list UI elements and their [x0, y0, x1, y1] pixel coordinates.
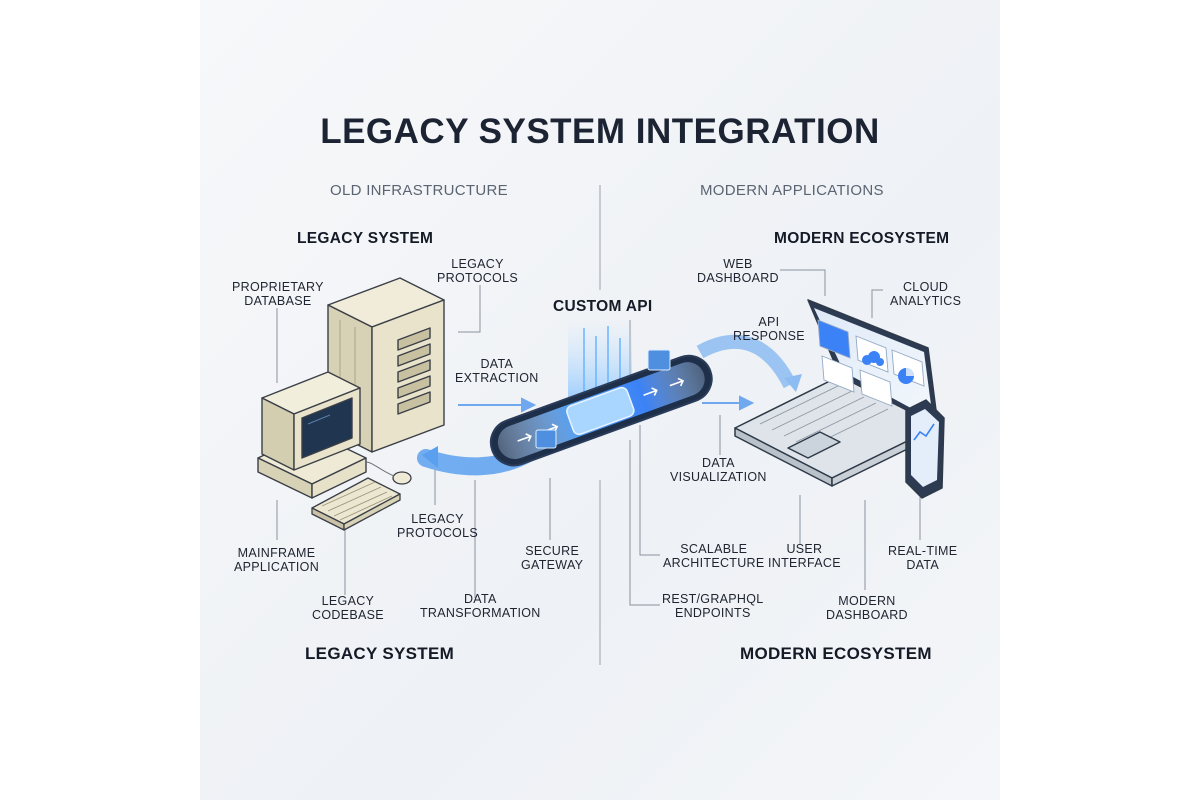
crt-monitor-icon: [257, 371, 367, 499]
heading-modern-ecosystem-top: MODERN ECOSYSTEM: [774, 230, 950, 247]
section-old-infrastructure: OLD INFRASTRUCTURE: [330, 182, 508, 199]
api-pipeline-icon: [417, 318, 802, 476]
dashboard-widgets: [817, 319, 925, 407]
diagram-canvas: LEGACY SYSTEM INTEGRATION OLD INFRASTRUC…: [200, 0, 1000, 800]
flow-arrows: [458, 395, 755, 413]
section-modern-applications: MODERN APPLICATIONS: [700, 182, 884, 199]
mouse-icon: [365, 461, 412, 485]
cloud-icon: [862, 351, 884, 366]
line-chart-icon: [913, 423, 935, 441]
heading-legacy-system-top: LEGACY SYSTEM: [297, 230, 434, 247]
heading-legacy-system-bottom: LEGACY SYSTEM: [305, 644, 455, 663]
pie-chart-icon: [898, 368, 914, 384]
server-tower-icon: [327, 277, 445, 453]
diagram-artwork: [257, 185, 945, 665]
heading-modern-ecosystem-bottom: MODERN ECOSYSTEM: [740, 644, 932, 663]
keyboard-icon: [311, 477, 401, 531]
heading-custom-api: CUSTOM API: [553, 298, 653, 315]
page-title: LEGACY SYSTEM INTEGRATION: [320, 112, 880, 151]
smartphone-icon: [905, 399, 945, 499]
